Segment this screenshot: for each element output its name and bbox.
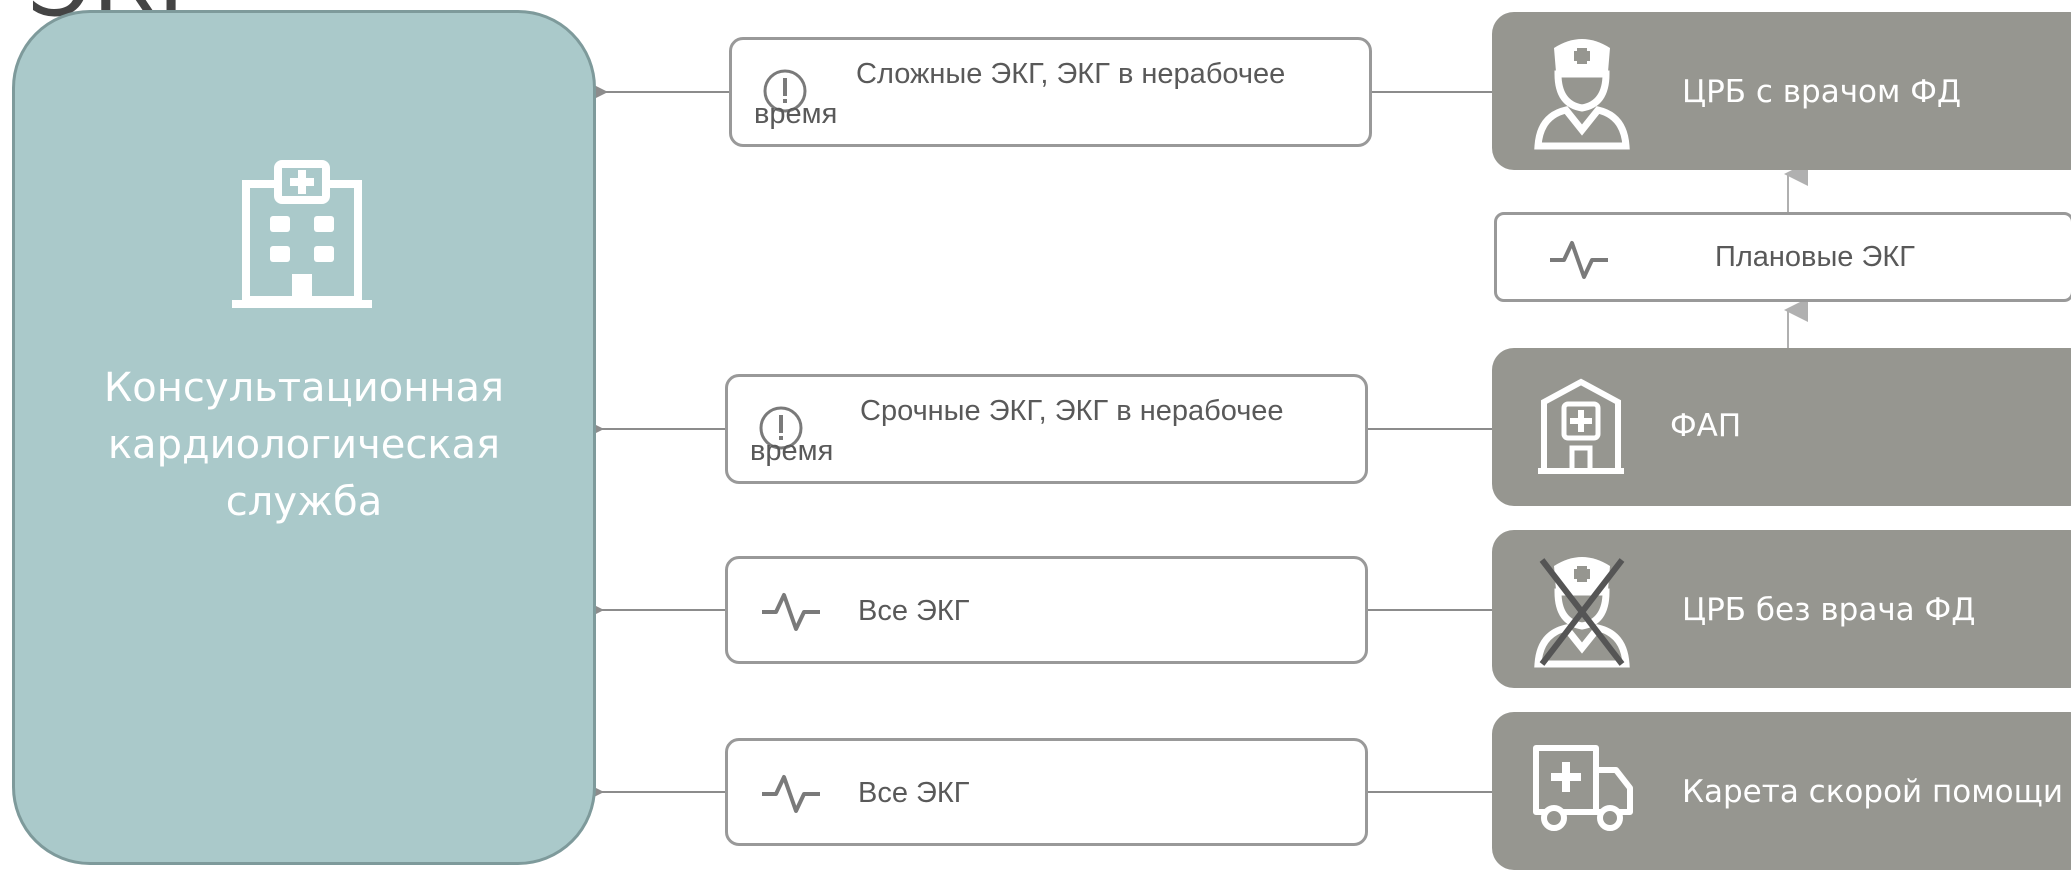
flow-text-line-1: Срочные ЭКГ, ЭКГ в нерабочее <box>860 395 1284 427</box>
flow-text: Все ЭКГ <box>858 777 970 809</box>
flow-text: Все ЭКГ <box>858 595 970 627</box>
center-label-line-2: кардиологическая <box>107 422 501 468</box>
source-label: ЦРБ с врачом ФД <box>1682 74 1962 110</box>
flow-box-all-2: Все ЭКГ <box>725 738 1368 846</box>
flow-text-line-1: Сложные ЭКГ, ЭКГ в нерабочее <box>856 58 1286 90</box>
source-crb-without-doctor: ЦРБ без врача ФД <box>1492 530 2071 688</box>
cardiology-service-label: Консультационная кардиологическая служба <box>12 360 596 531</box>
source-ambulance: Карета скорой помощи <box>1492 712 2071 870</box>
hospital-building-icon <box>232 160 372 308</box>
source-label: ФАП <box>1670 408 1742 444</box>
center-label-line-1: Консультационная <box>103 365 505 411</box>
planned-ecg-box: Плановые ЭКГ <box>1494 212 2071 302</box>
doctor-icon <box>1534 39 1630 150</box>
alert-circle-icon <box>763 69 807 113</box>
center-label-line-3: служба <box>225 479 383 525</box>
alert-circle-icon <box>759 406 803 450</box>
ambulance-icon <box>1533 745 1633 831</box>
pulse-icon <box>762 593 820 631</box>
doctor-crossed-icon <box>1534 557 1630 668</box>
flow-text-line-2: время <box>754 98 838 130</box>
flow-box-complex: Сложные ЭКГ, ЭКГ в нерабочее время <box>729 37 1372 147</box>
flow-box-all-1: Все ЭКГ <box>725 556 1368 664</box>
source-fap: ФАП <box>1492 348 2071 506</box>
clinic-building-icon <box>1538 378 1624 474</box>
planned-ecg-label: Плановые ЭКГ <box>1715 241 1915 273</box>
source-label: ЦРБ без врача ФД <box>1682 592 1976 628</box>
source-crb-with-doctor: ЦРБ с врачом ФД <box>1492 12 2071 170</box>
pulse-icon <box>762 775 820 813</box>
source-label: Карета скорой помощи <box>1682 774 2063 810</box>
flow-box-urgent: Срочные ЭКГ, ЭКГ в нерабочее время <box>725 374 1368 484</box>
pulse-icon <box>1550 241 1608 279</box>
flow-text-line-2: время <box>750 435 834 467</box>
cardiology-service-box <box>12 10 596 865</box>
